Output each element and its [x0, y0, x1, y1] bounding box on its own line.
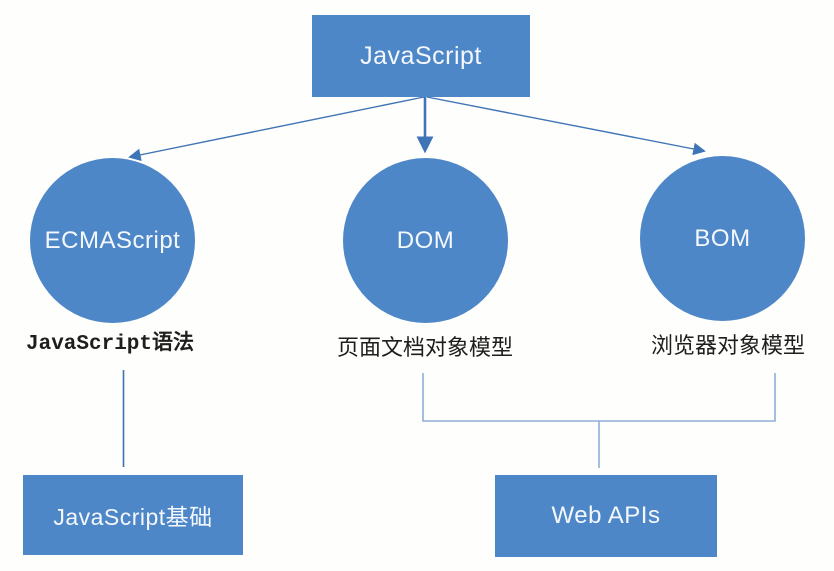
node-ecmascript: ECMAScript — [30, 158, 195, 323]
caption-ecmascript: JavaScript语法 — [0, 326, 240, 356]
caption-dom-text: 页面文档对象模型 — [336, 335, 513, 360]
caption-ecmascript-text: JavaScript语法 — [25, 333, 195, 356]
node-javascript-label: JavaScript — [360, 41, 482, 70]
node-dom-label: DOM — [396, 226, 455, 254]
node-javascript: JavaScript — [312, 15, 530, 97]
bracket-dom-bom — [422, 373, 776, 422]
node-bom: BOM — [640, 156, 805, 321]
node-bom-label: BOM — [694, 224, 751, 252]
node-javascript-basics: JavaScript基础 — [23, 475, 243, 555]
node-ecmascript-label: ECMAScript — [44, 226, 181, 254]
node-dom: DOM — [343, 158, 508, 323]
caption-bom: 浏览器对象模型 — [598, 328, 834, 360]
caption-bom-text: 浏览器对象模型 — [650, 333, 805, 358]
node-web-apis: Web APIs — [495, 475, 717, 557]
arrow-root-to-bom — [426, 96, 706, 156]
node-javascript-basics-label: JavaScript基础 — [53, 504, 213, 530]
caption-dom: 页面文档对象模型 — [295, 330, 555, 362]
node-web-apis-label: Web APIs — [551, 502, 661, 529]
arrow-root-to-ecmascript — [128, 96, 425, 162]
